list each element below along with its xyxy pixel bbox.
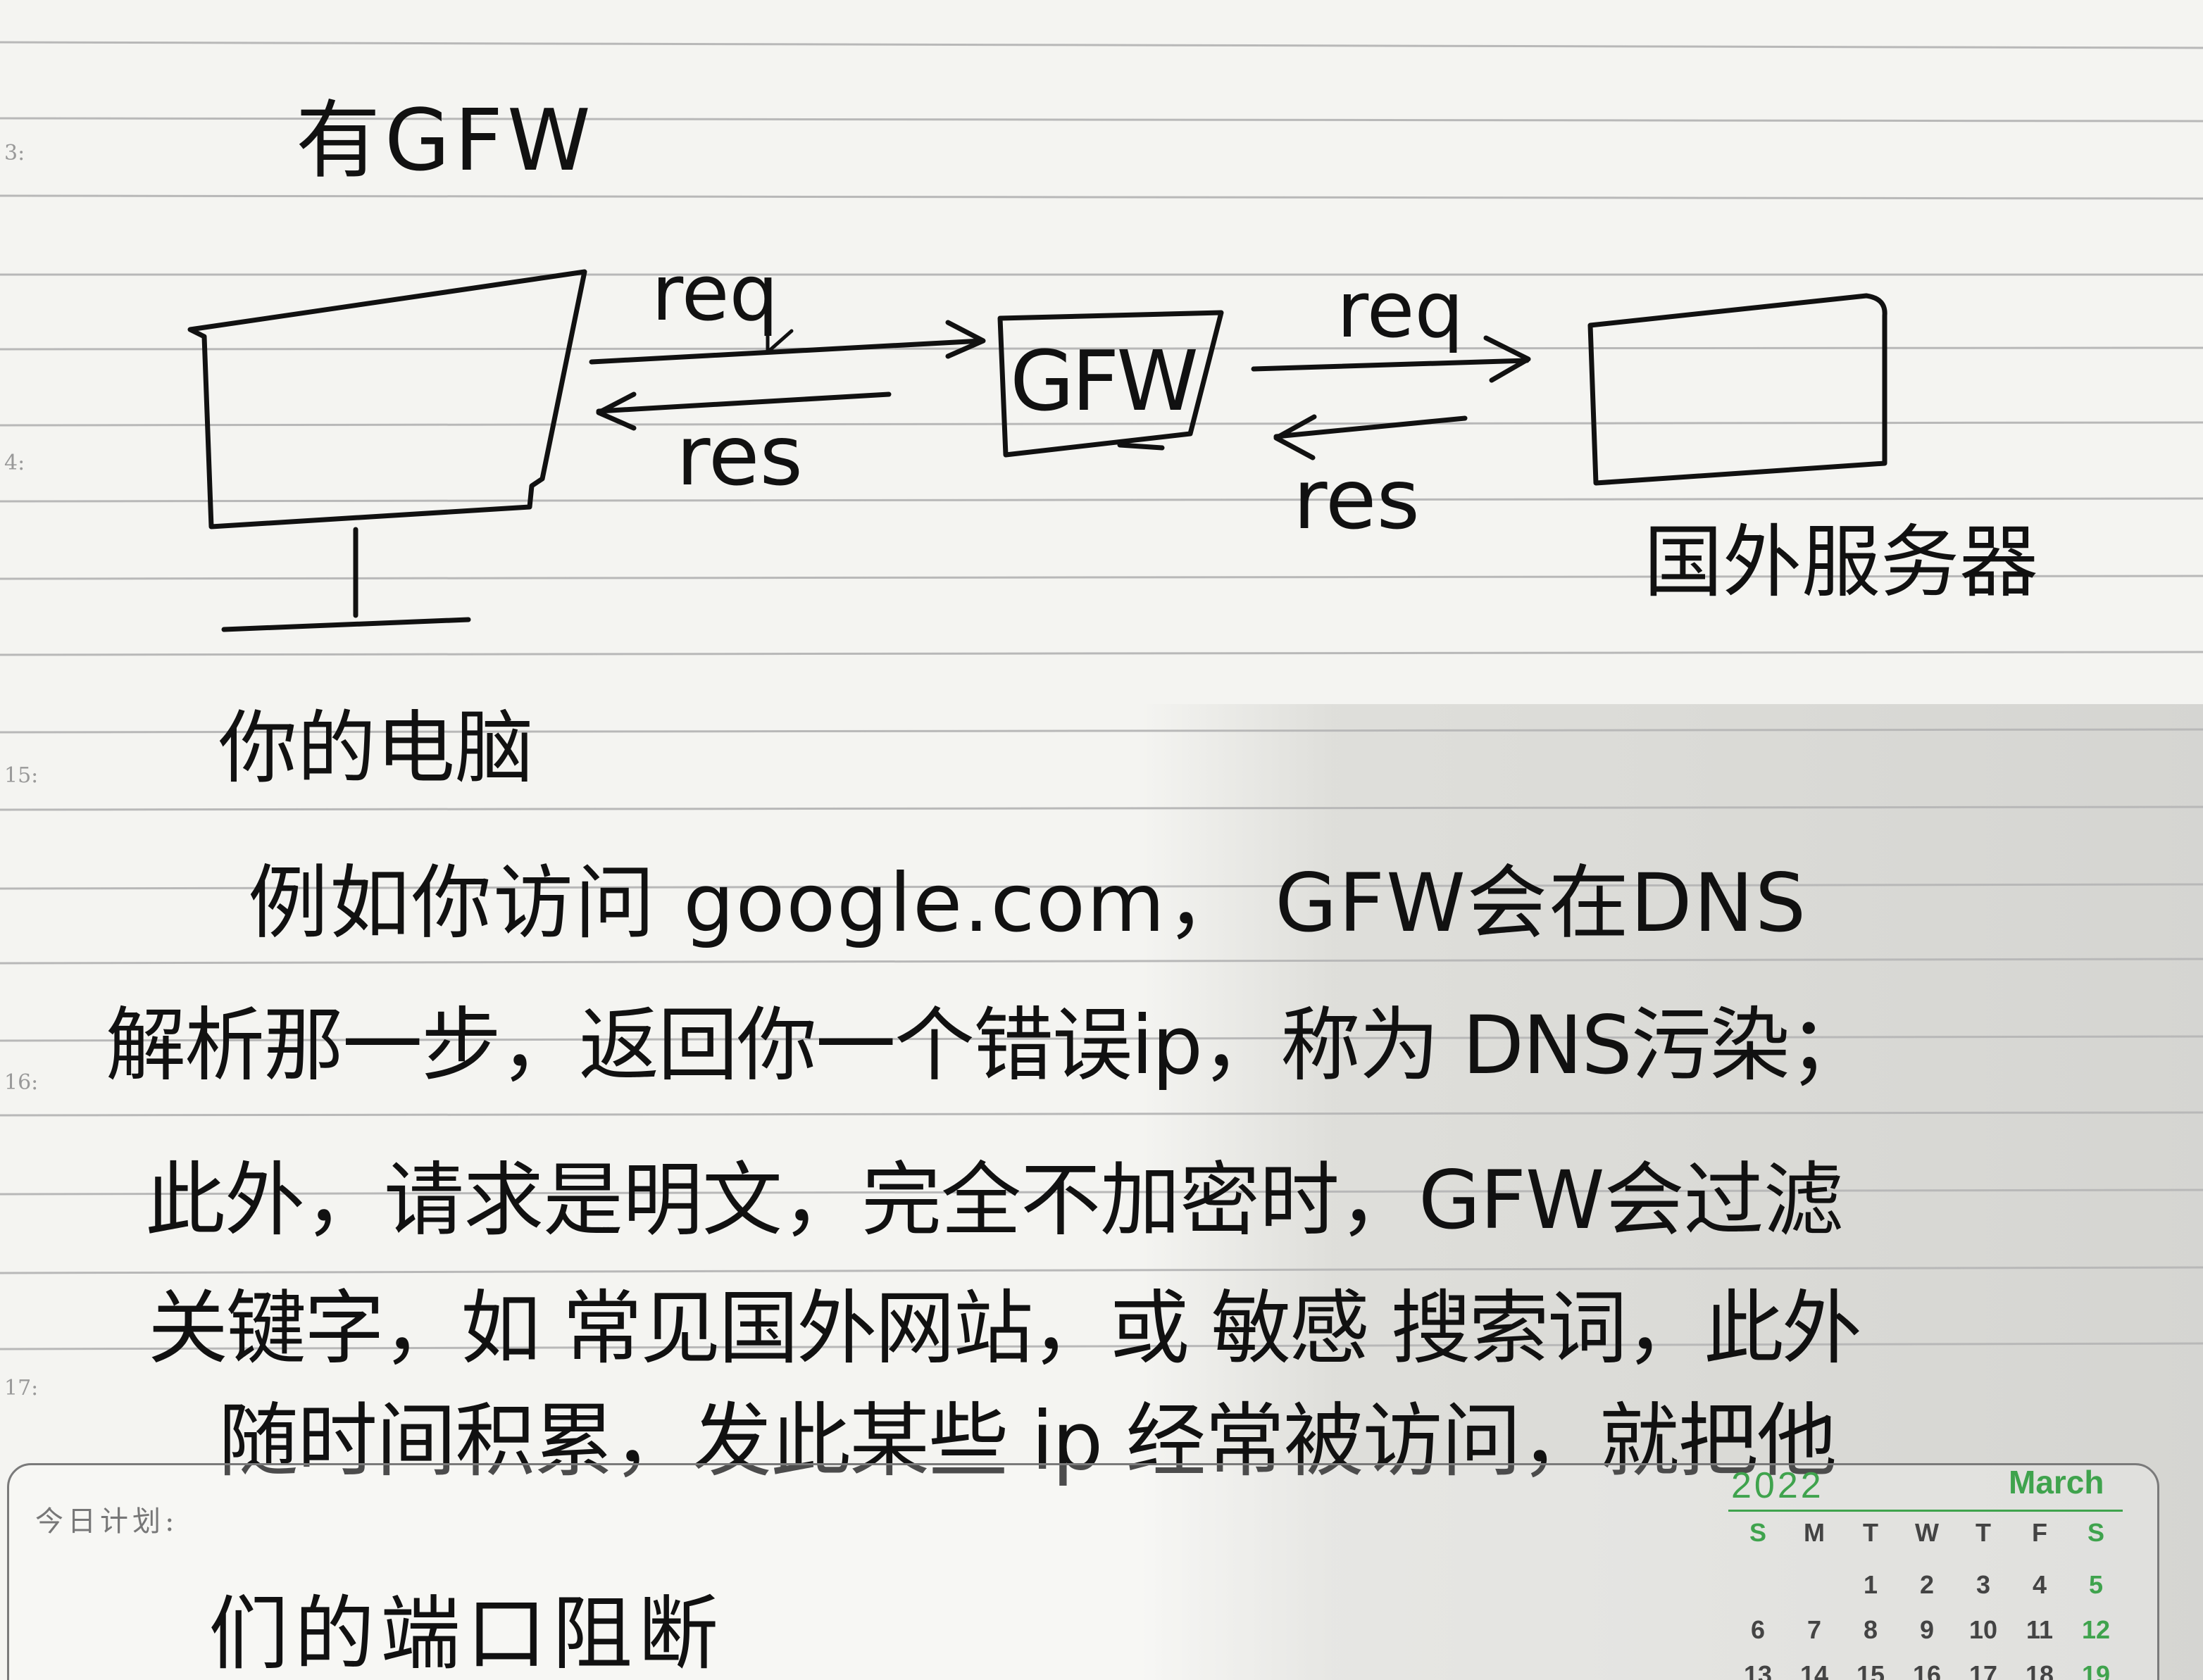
paragraph-line: 此外，请求是明文，完全不加密时，GFW会过滤 xyxy=(145,1153,1844,1247)
calendar-day: 10 xyxy=(1968,1615,1998,1644)
paragraph-line: 随时间积累，发此某些 ip 经常被访问，就把他 xyxy=(218,1394,1837,1488)
label-right-res: res xyxy=(1293,451,1420,548)
paragraph-line: 解析那一步，返回你一个错误ip，称为 DNS污染； xyxy=(106,998,1869,1092)
computer-base xyxy=(221,617,471,632)
calendar-day: 6 xyxy=(1750,1615,1766,1644)
diagram-title: 有GFW xyxy=(296,92,595,190)
arrow-res-right-head xyxy=(1273,414,1317,460)
arrow-res-left-head xyxy=(596,391,637,431)
calendar-day: 2 xyxy=(1919,1570,1935,1599)
server-box xyxy=(1587,293,1887,486)
calendar-day: 5 xyxy=(2088,1570,2104,1599)
calendar-day: 16 xyxy=(1912,1660,1942,1680)
calendar-day: 1 xyxy=(1863,1570,1878,1599)
margin-number: 3: xyxy=(4,141,25,165)
label-left-res: res xyxy=(676,407,803,504)
calendar-day: 9 xyxy=(1919,1615,1935,1644)
gfw-box-underline xyxy=(1117,442,1165,451)
calendar-weekday: T xyxy=(1976,1518,1991,1547)
calendar-weekday: T xyxy=(1863,1518,1878,1547)
paragraph-line: 关键字，如 常见国外网站，或 敏感 搜索词，此外 xyxy=(148,1281,1862,1375)
calendar-day: 19 xyxy=(2081,1660,2111,1680)
margin-number: 15: xyxy=(4,763,39,788)
arrow-req-right-head xyxy=(1483,335,1531,383)
arrow-req-left xyxy=(589,338,985,365)
calendar-day: 15 xyxy=(1856,1660,1885,1680)
calendar-divider xyxy=(1728,1510,2123,1512)
arrow-req-right xyxy=(1251,358,1530,372)
label-right-req: req xyxy=(1337,265,1464,355)
calendar-weekday: S xyxy=(2087,1518,2104,1547)
calendar-day: 14 xyxy=(1799,1660,1829,1680)
arrow-res-right xyxy=(1273,415,1468,439)
margin-number: 4: xyxy=(4,451,25,475)
paragraph-line: 例如你访问 google.com， GFW会在DNS xyxy=(248,856,1808,950)
calendar-weekday: F xyxy=(2032,1518,2047,1547)
calendar-day: 7 xyxy=(1806,1615,1822,1644)
calendar-day: 4 xyxy=(2032,1570,2047,1599)
gfw-box-label: GFW xyxy=(1010,332,1199,430)
calendar-weekday: M xyxy=(1804,1518,1825,1547)
calendar-year: 2022 xyxy=(1731,1465,1824,1506)
computer-label: 你的电脑 xyxy=(218,703,534,794)
daily-plan-box xyxy=(7,1463,2159,1680)
computer-monitor xyxy=(187,269,587,529)
calendar-day: 17 xyxy=(1968,1660,1998,1680)
margin-number: 16: xyxy=(4,1070,39,1095)
calendar-day: 13 xyxy=(1743,1660,1773,1680)
label-left-req: req xyxy=(651,248,779,338)
daily-plan-label: 今日计划: xyxy=(35,1505,179,1538)
calendar-day: 8 xyxy=(1863,1615,1878,1644)
arrow-res-left xyxy=(596,391,892,414)
arrow-req-left-head xyxy=(945,320,986,359)
calendar-day: 3 xyxy=(1976,1570,1991,1599)
calendar-month: March xyxy=(2009,1464,2104,1500)
gfw-box xyxy=(997,310,1224,458)
calendar-day: 12 xyxy=(2081,1615,2111,1644)
calendar-weekday: S xyxy=(1749,1518,1766,1547)
calendar-weekday: W xyxy=(1915,1518,1939,1547)
margin-number: 17: xyxy=(4,1376,39,1400)
server-label: 国外服务器 xyxy=(1644,517,2038,608)
calendar-day: 18 xyxy=(2025,1660,2054,1680)
calendar-day: 11 xyxy=(2026,1615,2054,1644)
paragraph-line: 们的端口阻断 xyxy=(208,1587,725,1680)
